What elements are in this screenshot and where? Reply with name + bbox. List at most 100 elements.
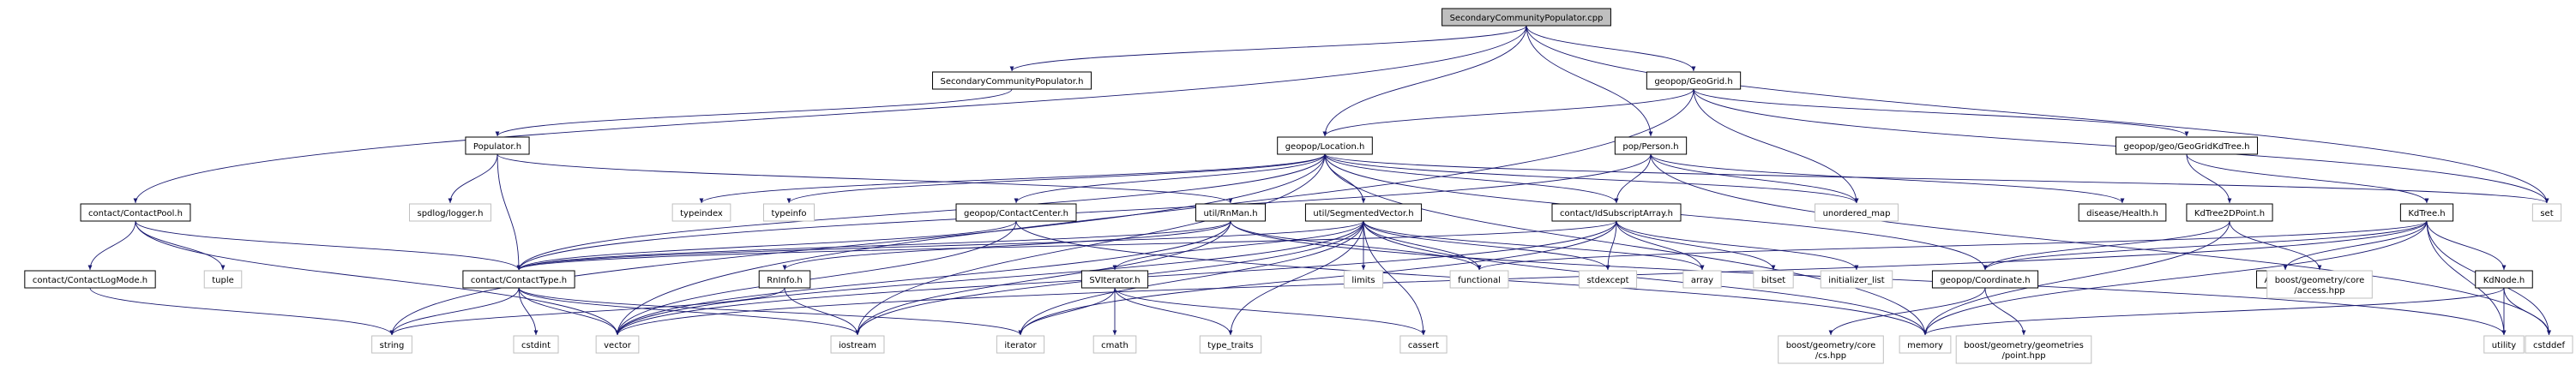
edge-contactpool-to-vector (135, 220, 620, 336)
edge-populator-to-spdlog (448, 153, 498, 204)
node-type_traits: type_traits (1199, 335, 1262, 354)
node-label-iostream: iostream (839, 341, 876, 350)
edge-rnman-to-rninfo (782, 220, 1231, 271)
node-box-functional (1449, 270, 1509, 289)
node-label-typeinfo: typeinfo (771, 209, 806, 218)
edge-segvec-to-cassert (1363, 220, 1426, 336)
edge-segvec-to-array (1363, 220, 1705, 271)
edge-person-to-idsub (1614, 153, 1652, 204)
edge-kd2d-to-coordinate (1983, 220, 2230, 271)
edge-contacttype-to-string (389, 287, 520, 336)
node-idsub[interactable]: contact/IdSubscriptArray.h (1551, 203, 1682, 222)
node-kdnode[interactable]: KdNode.h (2475, 270, 2533, 289)
node-box-kdnode (2475, 270, 2533, 289)
edge-person-to-health (1650, 153, 2125, 204)
node-label-geogrid: geopop/GeoGrid.h (1654, 77, 1732, 87)
node-scp_h[interactable]: SecondaryCommunityPopulator.h (932, 71, 1092, 90)
node-sviter[interactable]: SVIterator.h (1080, 270, 1149, 289)
edge-location-to-contacttype (516, 153, 1326, 271)
edge-contacttype-to-iterator (518, 287, 1023, 336)
node-stdexcept: stdexcept (1578, 270, 1638, 289)
edge-kdtree-to-coordinate (1983, 220, 2428, 271)
node-label-scp_h: SecondaryCommunityPopulator.h (941, 77, 1084, 87)
edge-rnman-to-iostream (855, 220, 1231, 336)
edge-location-to-memory (1324, 153, 1928, 336)
node-label-vector: vector (604, 341, 632, 350)
edge-idsub-to-bitset (1616, 220, 1776, 271)
node-kd2d[interactable]: KdTree2DPoint.h (2186, 203, 2273, 222)
node-label-utility: utility (2492, 341, 2517, 350)
node-box-typeindex (671, 203, 731, 222)
node-root[interactable]: SecondaryCommunityPopulator.cpp (1441, 8, 1611, 27)
edge-geogrid-to-unordered_map (1693, 88, 1859, 204)
node-box-contactcenter (955, 203, 1077, 222)
node-array: array (1682, 270, 1722, 289)
node-box-sviter (1080, 270, 1149, 289)
node-geokdtree[interactable]: geopop/geo/GeoGridKdTree.h (2115, 136, 2259, 155)
node-box-idsub (1551, 203, 1682, 222)
edge-segvec-to-type_traits (1228, 220, 1364, 336)
node-contacttype[interactable]: contact/ContactType.h (462, 270, 575, 289)
node-contactpool[interactable]: contact/ContactPool.h (80, 203, 191, 222)
node-contactcenter[interactable]: geopop/ContactCenter.h (955, 203, 1077, 222)
edge-segvec-to-functional (1363, 220, 1482, 271)
node-box-type_traits (1199, 335, 1262, 354)
node-segvec[interactable]: util/SegmentedVector.h (1304, 203, 1423, 222)
node-box-kd2d (2186, 203, 2273, 222)
edge-kdtree-to-kdnode (2426, 220, 2507, 271)
node-utility: utility (2483, 335, 2525, 354)
edge-kdtree-to-aabbox (2283, 220, 2428, 271)
node-person[interactable]: pop/Person.h (1614, 136, 1688, 155)
node-label-cstdint: cstdint (521, 341, 551, 350)
node-iterator: iterator (996, 335, 1045, 354)
node-health[interactable]: disease/Health.h (2078, 203, 2167, 222)
edge-root-to-contactpool (133, 25, 1527, 204)
node-set: set (2531, 203, 2562, 222)
node-kdtree[interactable]: KdTree.h (2399, 203, 2454, 222)
node-box-cstdint (513, 335, 559, 354)
node-label-location: geopop/Location.h (1285, 142, 1365, 152)
edge-root-to-scp_h (1009, 25, 1527, 72)
node-box-geogrid (1646, 71, 1742, 90)
node-iostream: iostream (830, 335, 885, 354)
node-unordered_map: unordered_map (1815, 203, 1899, 222)
node-label-cstddef: cstddef (2533, 341, 2565, 350)
node-box-geokdtree (2115, 136, 2259, 155)
node-label-boost_access: /access.hpp (2294, 286, 2344, 296)
edge-logmode-to-string (89, 287, 394, 336)
node-coordinate[interactable]: geopop/Coordinate.h (1931, 270, 2039, 289)
node-logmode[interactable]: contact/ContactLogMode.h (24, 270, 156, 289)
node-populator[interactable]: Populator.h (465, 136, 530, 155)
node-box-health (2078, 203, 2167, 222)
node-label-spdlog: spdlog/logger.h (418, 209, 484, 218)
edge-idsub-to-initializer_list (1616, 220, 1859, 271)
node-geogrid[interactable]: geopop/GeoGrid.h (1646, 71, 1742, 90)
node-rnman[interactable]: util/RnMan.h (1195, 203, 1267, 222)
node-label-bitset: bitset (1761, 276, 1785, 285)
node-label-kdtree: KdTree.h (2408, 209, 2445, 218)
node-box-unordered_map (1815, 203, 1899, 222)
node-box-tuple (203, 270, 243, 289)
node-label-contacttype: contact/ContactType.h (471, 276, 567, 285)
edge-segvec-to-iterator (1018, 220, 1364, 336)
node-location[interactable]: geopop/Location.h (1277, 136, 1373, 155)
node-label-cassert: cassert (1408, 341, 1439, 350)
node-box-cassert (1399, 335, 1447, 354)
edge-segvec-to-stdexcept (1363, 220, 1610, 271)
edge-scp_h-to-populator (495, 88, 1013, 137)
node-box-rninfo (758, 270, 811, 289)
node-rninfo[interactable]: RnInfo.h (758, 270, 811, 289)
node-label-sviter: SVIterator.h (1089, 276, 1140, 285)
node-box-boost_access (2266, 270, 2373, 299)
edge-coordinate-to-boost_cs (1828, 287, 1986, 336)
edge-sviter-to-type_traits (1114, 287, 1233, 336)
edge-geogrid-to-geokdtree (1693, 88, 2189, 137)
node-tuple: tuple (203, 270, 243, 289)
edge-rninfo-to-iostream (784, 287, 860, 336)
edge-kd2d-to-boost_access (2229, 220, 2322, 271)
node-initializer_list: initializer_list (1820, 270, 1893, 289)
node-label-rninfo: RnInfo.h (767, 276, 803, 285)
edge-segvec-to-contacttype (516, 220, 1364, 271)
edge-kdtree-to-vector (615, 220, 2428, 336)
